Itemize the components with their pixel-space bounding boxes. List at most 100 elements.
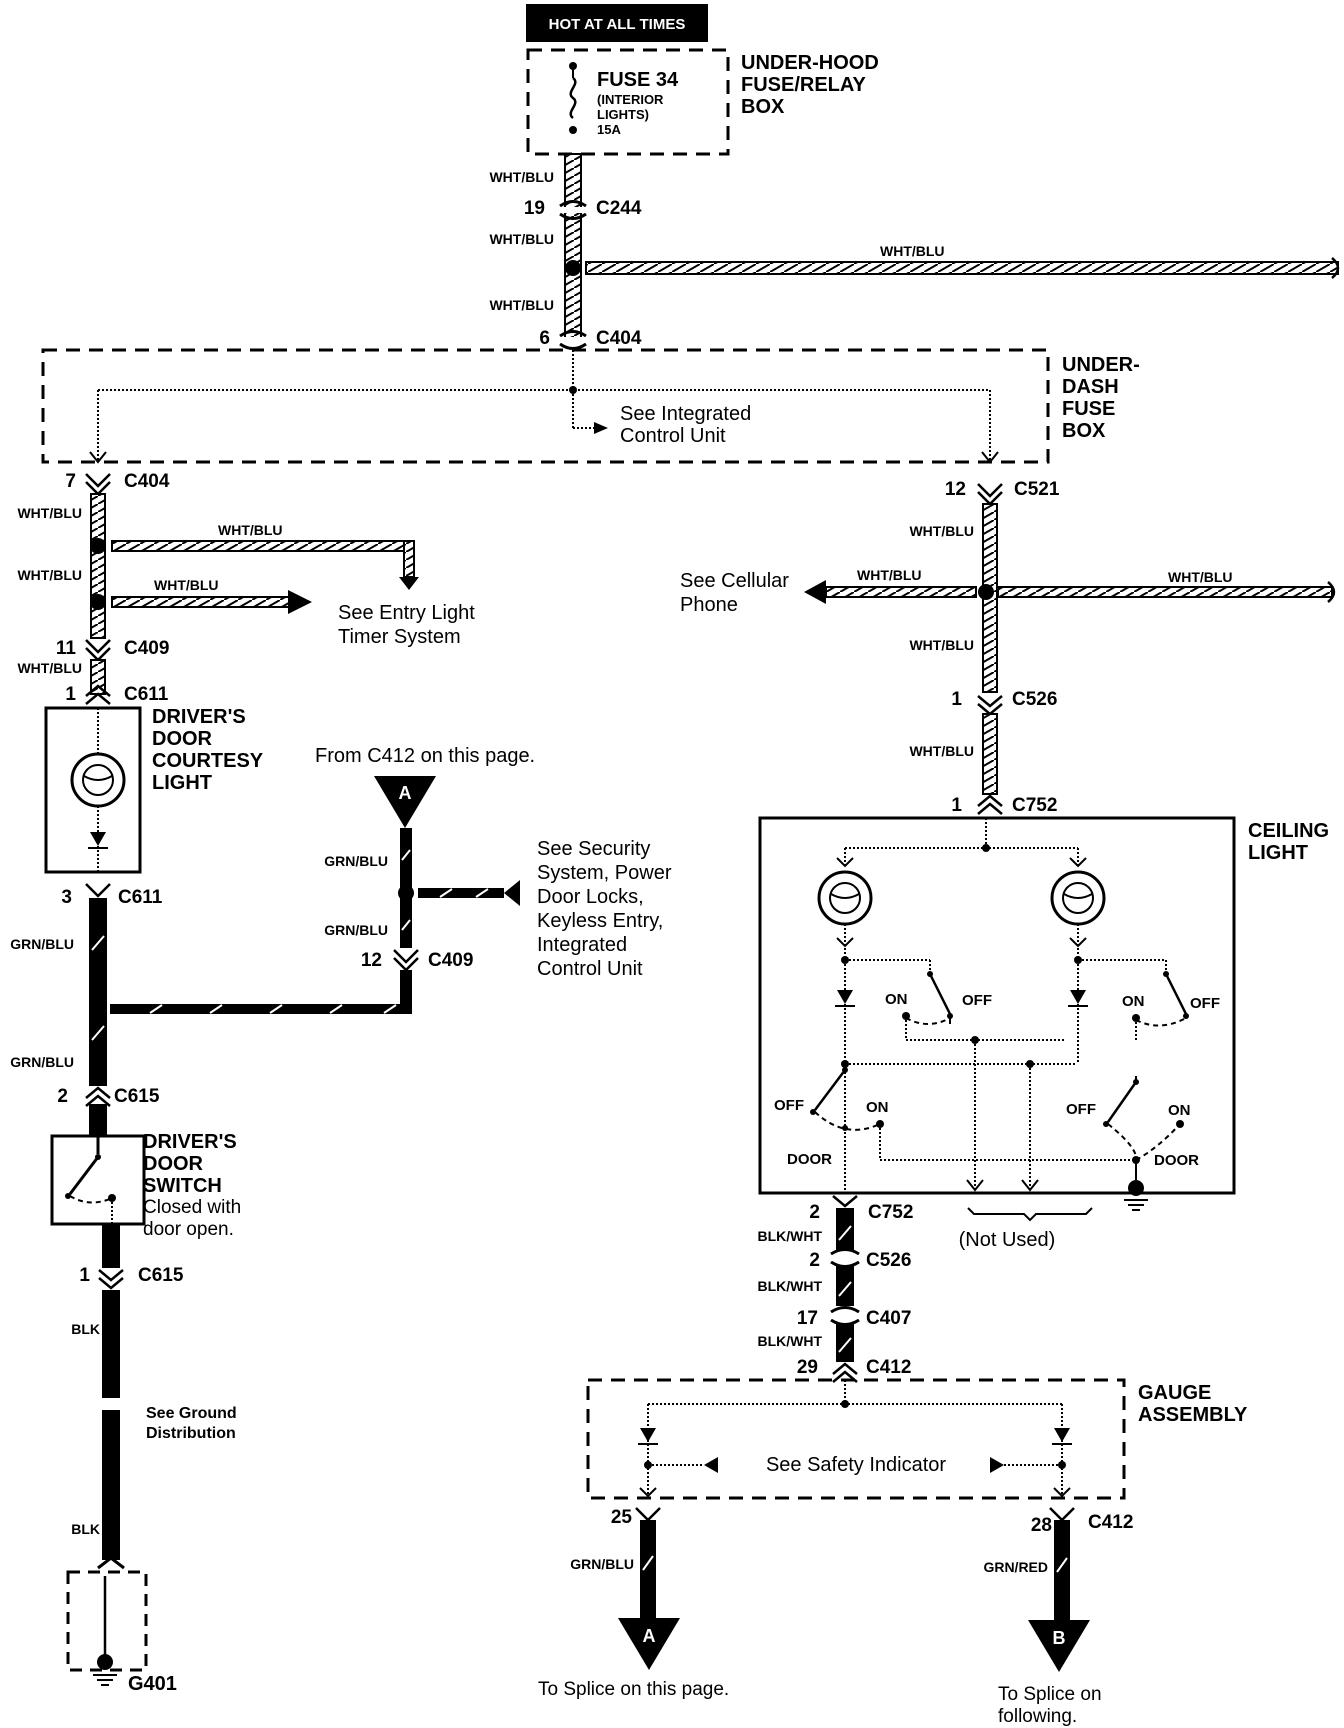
splice-marker-a-bottom-text: A [643,1626,656,1646]
gauge-assembly-label: GAUGE ASSEMBLY [1138,1382,1248,1426]
wire-wht-blu-trunk [564,153,582,343]
wire-label: WHT/BLU [17,505,82,521]
wire-blk-wht [836,1208,854,1250]
svg-text:GAUGE: GAUGE [1138,1382,1211,1404]
connector-c244: 19 C244 [524,198,642,220]
ref-integrated-control-unit: See Integrated [620,403,751,425]
svg-text:DOOR: DOOR [787,1151,832,1168]
wire-grn-red-to-b [1054,1520,1070,1620]
svg-text:CEILING: CEILING [1248,820,1329,842]
svg-text:C611: C611 [124,684,169,705]
connector-c407: 17 C407 [797,1306,911,1329]
wire-label: WHT/BLU [857,567,922,583]
underdash-internal-bus [89,350,999,464]
svg-text:C615: C615 [114,1086,160,1107]
connector-c404: 6 C404 [539,328,642,350]
connector-c752-bottom: 2 C752 [809,1195,913,1223]
ref-ground-distribution-2: Distribution [146,1425,236,1442]
fuse-desc-2: LIGHTS) [597,107,649,122]
svg-text:Closed with: Closed with [143,1197,241,1218]
connector-c404-left: 7 C404 [65,471,170,496]
svg-text:UNDER-HOOD: UNDER-HOOD [741,52,879,74]
ref-entry-light-timer-2: Timer System [338,626,461,648]
svg-text:ON: ON [1122,993,1145,1010]
svg-text:LIGHT: LIGHT [1248,842,1308,864]
svg-text:C244: C244 [596,198,642,219]
svg-text:door open.: door open. [143,1219,234,1240]
svg-text:OFF: OFF [1066,1101,1096,1118]
ceiling-light-bulb-right-icon [1050,870,1106,926]
svg-text:19: 19 [524,198,545,219]
svg-text:FUSE/RELAY: FUSE/RELAY [741,74,867,96]
svg-text:COURTESY: COURTESY [152,750,264,772]
connector-c412-top: 29 C412 [797,1357,911,1383]
ref-to-splice-following-2: following. [998,1706,1077,1727]
svg-text:C526: C526 [1012,689,1057,710]
splice-marker-a-bottom [618,1618,680,1670]
svg-text:DOOR: DOOR [152,728,213,750]
wire-label: BLK [71,1521,100,1537]
ground-icon [93,1674,117,1686]
connector-c611-top: 1 C611 [65,684,168,705]
wire-label: WHT/BLU [1168,569,1233,585]
wire-label: WHT/BLU [17,567,82,583]
svg-text:OFF: OFF [962,992,992,1009]
wire-label: BLK/WHT [757,1333,822,1349]
fuse-desc: (INTERIOR [597,92,664,107]
svg-text:DOOR: DOOR [143,1153,204,1175]
svg-text:ON: ON [885,991,908,1008]
splice [90,594,106,610]
splice [978,584,994,600]
ground-g401-box [66,1570,148,1672]
svg-text:DOOR: DOOR [1154,1152,1199,1169]
wire-label: GRN/BLU [570,1556,634,1572]
wire-label: BLK/WHT [757,1228,822,1244]
ref-from-c412: From C412 on this page. [315,745,535,767]
svg-text:7: 7 [65,471,76,492]
svg-text:Control Unit: Control Unit [537,958,643,980]
connector-c611-bottom: 3 C611 [61,883,163,908]
splice [90,538,106,554]
courtesy-light-bulb-icon [70,708,126,872]
connector-c409-left: 11 C409 [56,638,169,662]
ref-security-system: See Security System, Power Door Locks, K… [537,838,672,980]
svg-text:C521: C521 [1014,479,1060,500]
wire-label: WHT/BLU [489,231,554,247]
wire-label: WHT/BLU [154,577,219,593]
ref-safety-indicator: See Safety Indicator [766,1454,946,1476]
gauge-assembly-outline [586,1378,1126,1500]
ref-cellular-phone-2: Phone [680,594,738,616]
wire-grn-blu-to-a [640,1520,656,1618]
fuse-name: FUSE 34 [597,69,679,91]
hot-at-all-times-banner: HOT AT ALL TIMES [526,4,708,42]
ceiling-switch-labels: ON OFF ON OFF OFF ON OFF ON DOOR DOOR [774,991,1220,1169]
svg-text:System, Power: System, Power [537,862,672,884]
underhood-fuse-box-outline [526,48,730,156]
svg-text:17: 17 [797,1308,818,1329]
connector-c526-bottom: 2 C526 [809,1248,911,1271]
svg-text:1: 1 [79,1265,90,1286]
wire-label: GRN/BLU [10,936,74,952]
ref-to-splice-following: To Splice on [998,1684,1102,1705]
splice [565,260,581,276]
svg-text:2: 2 [809,1250,820,1271]
svg-text:C526: C526 [866,1250,911,1271]
ceiling-light-bulb-left-icon [817,870,873,926]
svg-text:C752: C752 [1012,795,1057,816]
underdash-fuse-box-label: UNDER- DASH FUSE BOX [1062,354,1140,442]
not-used-label: (Not Used) [959,1229,1056,1251]
splice [89,1000,107,1018]
ceiling-ground-icon [1124,1199,1148,1211]
door-switch-label: DRIVER'S DOOR SWITCH Closed with door op… [143,1131,241,1240]
svg-text:DASH: DASH [1062,376,1119,398]
ref-entry-light-timer: See Entry Light [338,602,475,624]
connector-c615-top: 2 C615 [57,1086,159,1107]
ref-integrated-control-unit-2: Control Unit [620,425,726,447]
connector-c409-center: 12 C409 [361,949,473,972]
svg-text:28: 28 [1031,1515,1052,1536]
wire-label: WHT/BLU [489,297,554,313]
svg-text:C409: C409 [428,950,473,971]
wire-label: WHT/BLU [909,637,974,653]
svg-text:11: 11 [56,638,77,659]
